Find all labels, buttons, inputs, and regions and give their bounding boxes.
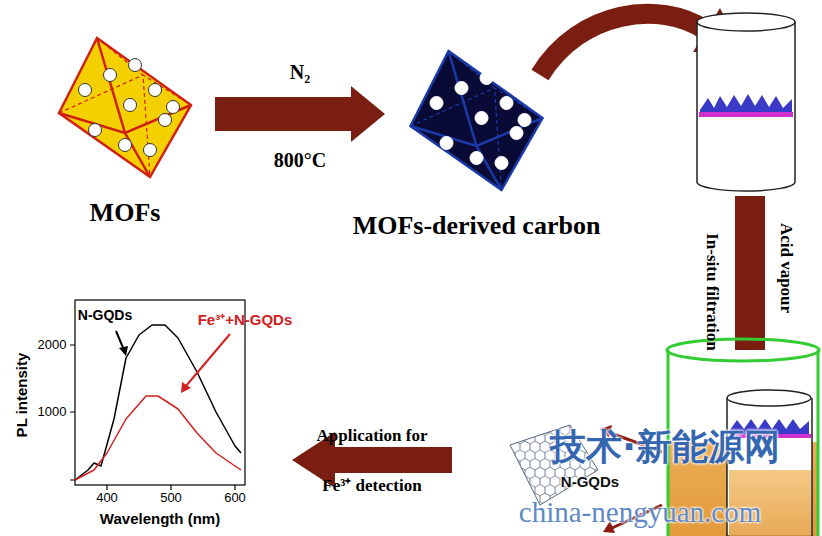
block-arrow: [215, 86, 385, 142]
chart-label: 2000: [38, 338, 67, 352]
chart-label: N-GQDs: [78, 308, 132, 323]
step-label: Application for: [317, 427, 428, 446]
watermark: 技术·新能源网: [550, 427, 780, 467]
chart-label: PL intensity: [14, 353, 31, 438]
watermark: china-nengyuan.com: [519, 497, 761, 529]
crystal-node: MOFs-derived carbon: [405, 48, 548, 193]
crystal-node: MOFs: [55, 35, 195, 180]
octahedron-crystal: [55, 35, 195, 180]
step-label: Fe³⁺ detection: [322, 477, 421, 496]
chart-label: 600: [224, 491, 246, 505]
pl-chart: [70, 300, 245, 490]
filter-cylinder: [697, 13, 795, 191]
chart-label: 1000: [38, 405, 67, 419]
chart-label: 400: [96, 491, 118, 505]
chart-label: Wavelength (nm): [100, 511, 220, 528]
node-caption: MOFs: [90, 198, 161, 228]
chart-label: 500: [160, 491, 182, 505]
step-label: In-situ filtration: [703, 233, 722, 351]
step-label: N-GQDs: [561, 474, 619, 491]
curved-arrow: [540, 14, 705, 75]
chart-label: Fe³⁺+N-GQDs: [198, 312, 293, 329]
edge-label: N₂: [290, 61, 310, 83]
octahedron-crystal: [405, 48, 548, 193]
step-label: 800°C: [274, 149, 326, 171]
node-caption: MOFs-derived carbon: [353, 211, 601, 241]
step-label: Acid vapour: [777, 223, 796, 313]
